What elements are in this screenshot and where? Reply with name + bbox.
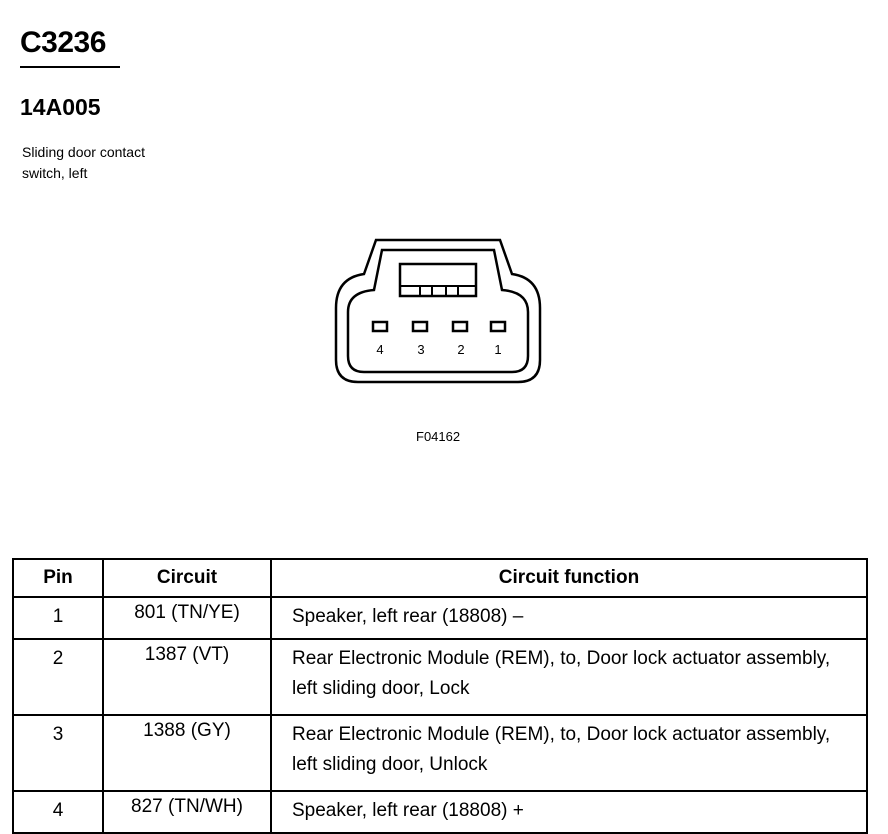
- function-cell: Rear Electronic Module (REM), to, Door l…: [270, 714, 868, 792]
- locking-tab: [398, 262, 478, 298]
- pin-cell: 4: [12, 790, 104, 834]
- pin-cavity-2: [451, 320, 469, 333]
- header-pin: Pin: [12, 558, 104, 598]
- locking-tab-notch-left: [419, 285, 433, 297]
- pin-label-4: 4: [376, 342, 383, 357]
- pin-cavity-1: [489, 320, 507, 333]
- circuit-cell: 1388 (GY): [102, 714, 272, 792]
- function-cell: Rear Electronic Module (REM), to, Door l…: [270, 638, 868, 716]
- figure-code: F04162: [416, 429, 461, 444]
- connector-inner-housing: [346, 248, 530, 374]
- circuit-cell: 827 (TN/WH): [102, 790, 272, 834]
- table-row: 3 1388 (GY) Rear Electronic Module (REM)…: [12, 714, 868, 792]
- title-underline: [20, 66, 120, 68]
- table-row: 2 1387 (VT) Rear Electronic Module (REM)…: [12, 638, 868, 716]
- connector-outer-housing: [334, 238, 542, 384]
- pin-cavity-3: [411, 320, 429, 333]
- pin-label-2: 2: [457, 342, 464, 357]
- description-line-1: Sliding door contact: [22, 144, 145, 160]
- pin-cell: 1: [12, 596, 104, 640]
- table-row: 1 801 (TN/YE) Speaker, left rear (18808)…: [12, 596, 868, 640]
- pin-label-1: 1: [494, 342, 501, 357]
- connector-face-diagram: 4 3 2 1: [334, 238, 542, 384]
- circuit-cell: 1387 (VT): [102, 638, 272, 716]
- pin-cell: 3: [12, 714, 104, 792]
- header-circuit-function: Circuit function: [270, 558, 868, 598]
- function-cell: Speaker, left rear (18808) +: [270, 790, 868, 834]
- function-cell: Speaker, left rear (18808) –: [270, 596, 868, 640]
- connector-id: C3236: [20, 26, 106, 59]
- connector-description: Sliding door contact switch, left: [22, 142, 222, 184]
- pinout-table: Pin Circuit Circuit function 1 801 (TN/Y…: [12, 558, 868, 834]
- description-line-2: switch, left: [22, 165, 88, 181]
- circuit-cell: 801 (TN/YE): [102, 596, 272, 640]
- table-header-row: Pin Circuit Circuit function: [12, 558, 868, 598]
- table-row: 4 827 (TN/WH) Speaker, left rear (18808)…: [12, 790, 868, 834]
- pin-cavity-4: [371, 320, 389, 333]
- part-number: 14A005: [20, 94, 101, 120]
- header-circuit: Circuit: [102, 558, 272, 598]
- pin-cell: 2: [12, 638, 104, 716]
- pin-label-3: 3: [417, 342, 424, 357]
- locking-tab-notch-right: [445, 285, 459, 297]
